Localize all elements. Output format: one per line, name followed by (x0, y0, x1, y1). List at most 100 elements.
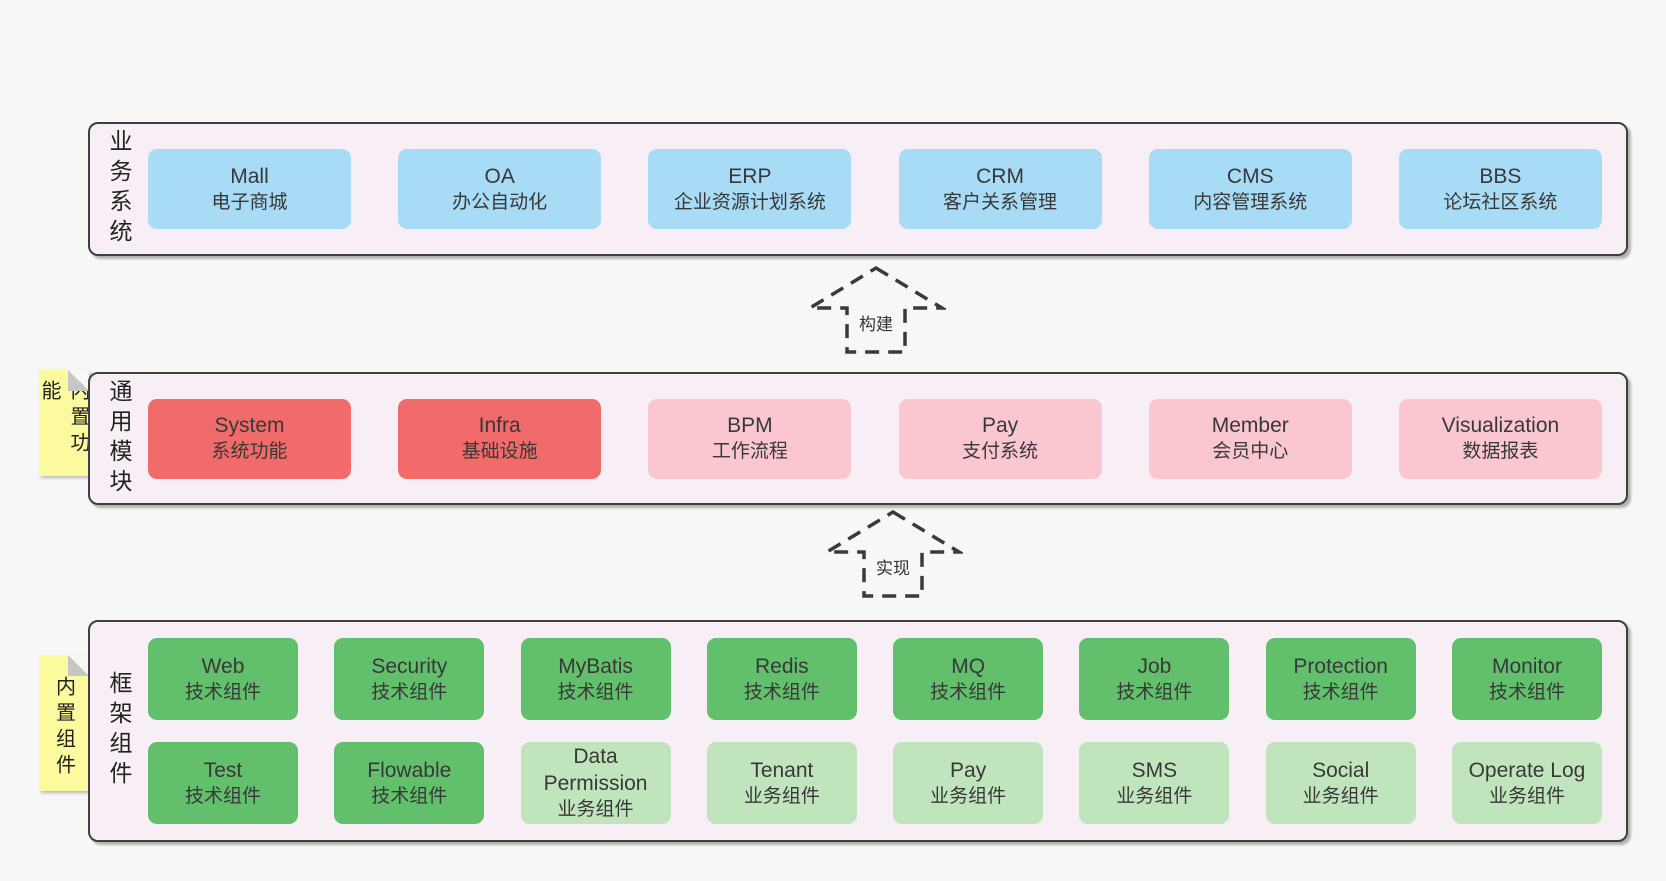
module-subtitle: 论坛社区系统 (1443, 191, 1558, 213)
module-box-oa: OA 办公自动化 (398, 149, 602, 229)
module-box-mall: Mall 电子商城 (148, 149, 351, 229)
module-box-bpm: BPM 工作流程 (648, 398, 852, 479)
module-box-test: Test 技术组件 (148, 742, 298, 824)
module-name: Security (371, 654, 448, 678)
module-subtitle: 基础设施 (461, 441, 538, 463)
module-name: Job (1137, 654, 1172, 678)
dashed-up-arrow-icon (806, 265, 946, 354)
module-subtitle: 技术组件 (1116, 681, 1193, 703)
module-name: OA (484, 164, 515, 188)
module-box-visualization: Visualization 数据报表 (1398, 398, 1602, 479)
module-box-mybatis: MyBatis 技术组件 (520, 638, 671, 720)
module-subtitle: 技术组件 (184, 785, 261, 807)
module-subtitle: 技术组件 (184, 681, 261, 703)
band-components-label: 框架组件 (90, 622, 148, 840)
dashed-up-arrow-icon (823, 509, 963, 598)
module-subtitle: 业务组件 (1302, 785, 1379, 807)
module-box-pay: Pay 支付系统 (898, 398, 1102, 479)
module-subtitle: 办公自动化 (452, 191, 548, 213)
module-name: Pay (981, 414, 1019, 438)
sticky-note-built-in-components: 内置组件 (39, 655, 89, 791)
module-name: BBS (1479, 164, 1522, 188)
band-business-label: 业务系统 (90, 124, 148, 254)
module-subtitle: 电子商城 (211, 191, 288, 213)
module-subtitle: 技术组件 (1302, 681, 1379, 703)
module-subtitle: 客户关系管理 (943, 191, 1058, 213)
module-name: Test (203, 758, 243, 782)
module-subtitle: 业务组件 (743, 785, 820, 807)
module-subtitle: 会员中心 (1212, 441, 1289, 463)
module-box-bbs: BBS 论坛社区系统 (1398, 149, 1602, 229)
module-box-web: Web 技术组件 (148, 638, 298, 720)
module-subtitle: 技术组件 (1488, 681, 1565, 703)
module-name: ERP (728, 164, 772, 188)
arrow-implement: 实现 (823, 508, 963, 600)
module-subtitle: 业务组件 (1488, 785, 1565, 807)
module-box-protection: Protection 技术组件 (1265, 638, 1416, 720)
module-name: Flowable (367, 758, 452, 782)
module-name: Pay (950, 758, 987, 782)
note-text: 内置功能 (38, 380, 89, 458)
module-subtitle: 技术组件 (743, 681, 820, 703)
sticky-note-built-in-functions: 内置功能 (38, 370, 89, 476)
arrow-implement-label: 实现 (873, 554, 913, 579)
module-subtitle: 企业资源计划系统 (673, 191, 826, 213)
module-box-redis: Redis 技术组件 (706, 638, 857, 720)
module-subtitle: 系统功能 (211, 441, 288, 463)
module-name: BPM (727, 414, 773, 438)
module-box-tenant: Tenant 业务组件 (706, 742, 857, 824)
module-name: Redis (754, 654, 809, 678)
module-subtitle: 技术组件 (930, 681, 1007, 703)
module-box-job: Job 技术组件 (1079, 638, 1230, 720)
module-name: Visualization (1441, 414, 1560, 438)
module-name: Operate Log (1468, 758, 1586, 782)
module-box-security: Security 技术组件 (334, 638, 485, 720)
module-name: System (214, 414, 285, 438)
module-name: Web (201, 654, 245, 678)
module-subtitle: 技术组件 (557, 681, 634, 703)
arrow-build: 构建 (806, 264, 946, 356)
module-name: MyBatis (558, 654, 633, 678)
module-name: Monitor (1491, 654, 1562, 678)
module-name: MQ (951, 654, 986, 678)
module-box-erp: ERP 企业资源计划系统 (648, 149, 852, 229)
module-name: Member (1211, 414, 1289, 438)
band-label-text: 业务系统 (106, 129, 132, 249)
module-subtitle: 内容管理系统 (1193, 191, 1308, 213)
module-subtitle: 支付系统 (962, 441, 1039, 463)
band-label-text: 通用模块 (106, 378, 132, 499)
module-subtitle: 业务组件 (930, 785, 1007, 807)
band-label-text: 框架组件 (106, 671, 132, 791)
module-name: Mall (230, 164, 269, 188)
module-box-operate-log: Operate Log 业务组件 (1451, 742, 1602, 824)
module-subtitle: 数据报表 (1462, 441, 1539, 463)
module-box-monitor: Monitor 技术组件 (1451, 638, 1602, 720)
module-box-mq: MQ 技术组件 (893, 638, 1044, 720)
module-subtitle: 工作流程 (711, 441, 788, 463)
module-box-system: System 系统功能 (148, 398, 351, 479)
module-name: Tenant (750, 758, 814, 782)
band-modules-label: 通用模块 (90, 374, 148, 503)
note-text: 内置组件 (52, 676, 75, 780)
module-subtitle: 业务组件 (557, 799, 634, 821)
module-name: SMS (1131, 758, 1178, 782)
module-subtitle: 技术组件 (371, 681, 448, 703)
module-box-member: Member 会员中心 (1148, 398, 1352, 479)
module-box-pay: Pay 业务组件 (893, 742, 1044, 824)
module-name: Protection (1293, 654, 1388, 678)
